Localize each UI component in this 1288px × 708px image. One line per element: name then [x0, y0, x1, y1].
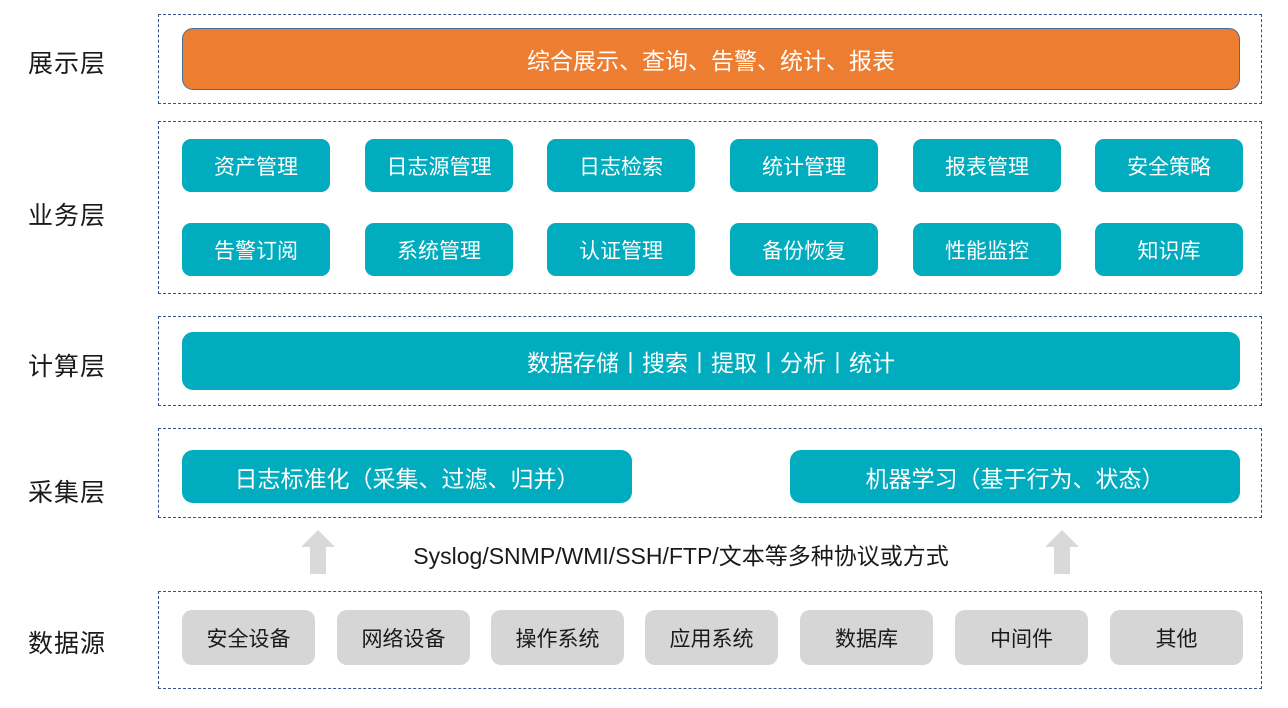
business-item-system-management[interactable]: 系统管理: [365, 223, 513, 276]
compute-layer-container: [158, 316, 1262, 406]
layer-label-datasource: 数据源: [28, 630, 107, 658]
business-item-alarm-subscription[interactable]: 告警订阅: [182, 223, 330, 276]
collection-item-machine-learning[interactable]: 机器学习（基于行为、状态）: [790, 450, 1240, 503]
layer-label-presentation: 展示层: [28, 50, 107, 78]
business-item-statistics-management[interactable]: 统计管理: [730, 139, 878, 192]
business-item-knowledge-base[interactable]: 知识库: [1095, 223, 1243, 276]
business-item-report-management[interactable]: 报表管理: [913, 139, 1061, 192]
datasource-item-security-device[interactable]: 安全设备: [182, 610, 315, 665]
datasource-item-database[interactable]: 数据库: [800, 610, 933, 665]
collection-layer-container: [158, 428, 1262, 518]
business-layer-container: [158, 121, 1262, 294]
up-arrow-icon-right: [1045, 530, 1079, 574]
collection-item-log-normalization[interactable]: 日志标准化（采集、过滤、归并）: [182, 450, 632, 503]
protocol-label: Syslog/SNMP/WMI/SSH/FTP/文本等多种协议或方式: [413, 543, 949, 569]
compute-banner[interactable]: 数据存储丨搜索丨提取丨分析丨统计: [182, 332, 1240, 390]
business-item-security-policy[interactable]: 安全策略: [1095, 139, 1243, 192]
layer-label-collection: 采集层: [28, 479, 107, 507]
business-item-asset-management[interactable]: 资产管理: [182, 139, 330, 192]
business-item-performance-monitoring[interactable]: 性能监控: [913, 223, 1061, 276]
datasource-item-application-system[interactable]: 应用系统: [645, 610, 778, 665]
datasource-layer-container: [158, 591, 1262, 689]
presentation-banner[interactable]: 综合展示、查询、告警、统计、报表: [182, 28, 1240, 90]
layer-label-business: 业务层: [28, 202, 107, 230]
datasource-item-other[interactable]: 其他: [1110, 610, 1243, 665]
business-item-backup-restore[interactable]: 备份恢复: [730, 223, 878, 276]
business-item-log-search[interactable]: 日志检索: [547, 139, 695, 192]
datasource-item-operating-system[interactable]: 操作系统: [491, 610, 624, 665]
datasource-item-middleware[interactable]: 中间件: [955, 610, 1088, 665]
layer-label-compute: 计算层: [28, 353, 107, 381]
business-item-log-source-management[interactable]: 日志源管理: [365, 139, 513, 192]
up-arrow-icon-left: [301, 530, 335, 574]
business-item-authentication-management[interactable]: 认证管理: [547, 223, 695, 276]
datasource-item-network-device[interactable]: 网络设备: [337, 610, 470, 665]
presentation-layer-container: [158, 14, 1262, 104]
